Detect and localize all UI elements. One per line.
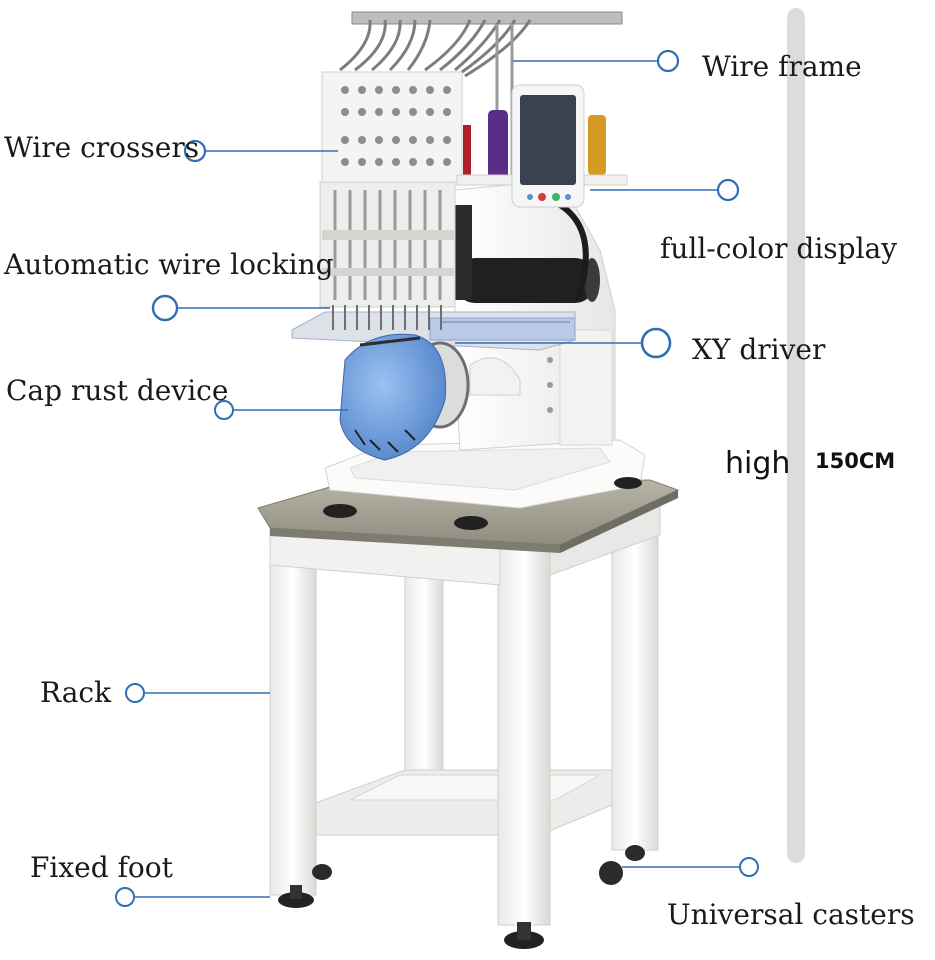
- wire-frame-bar: [351, 11, 623, 25]
- caster-back-right: [599, 861, 623, 885]
- label-fixed-foot: Fixed foot: [30, 851, 173, 884]
- callout-dot-xy-driver: [640, 327, 672, 359]
- height-bar: [787, 8, 805, 863]
- rack-front-right-leg: [497, 539, 551, 926]
- label-rack: Rack: [40, 676, 112, 709]
- callout-dot-wire-crossers: [183, 139, 207, 163]
- thread-cone-purple: [488, 110, 508, 180]
- height-value: 150CM: [815, 449, 896, 473]
- label-wire-frame: Wire frame: [702, 50, 862, 83]
- label-wire-crossers: Wire crossers: [4, 131, 200, 164]
- callout-dot-universal-casters: [739, 857, 759, 877]
- cap: [339, 333, 447, 461]
- black-drive-cylinder: [455, 258, 595, 303]
- callout-dot-automatic-wire-locking: [151, 294, 179, 322]
- rack-front-left-leg: [269, 524, 317, 896]
- label-full-color-display: full-color display: [660, 232, 898, 265]
- callout-dot-wire-frame: [656, 49, 680, 73]
- display-screen: [520, 95, 576, 185]
- height-word: high: [725, 446, 791, 481]
- callout-dot-full-color-display: [716, 178, 740, 202]
- label-xy-driver: XY driver: [692, 333, 826, 366]
- label-universal-casters: Universal casters: [667, 898, 915, 931]
- callout-dot-cap-rust-device: [214, 400, 234, 420]
- thread-cone-gold: [588, 115, 606, 175]
- label-automatic-wire-locking: Automatic wire locking: [4, 248, 334, 281]
- head-lower-panel: [319, 181, 456, 308]
- fixed-foot-left: [278, 892, 314, 908]
- label-cap-rust-device: Cap rust device: [6, 374, 229, 407]
- thread-cone-red: [463, 125, 471, 180]
- callout-dot-fixed-foot: [115, 887, 135, 907]
- rack-back-right-leg: [611, 504, 659, 851]
- callout-dot-rack: [125, 683, 145, 703]
